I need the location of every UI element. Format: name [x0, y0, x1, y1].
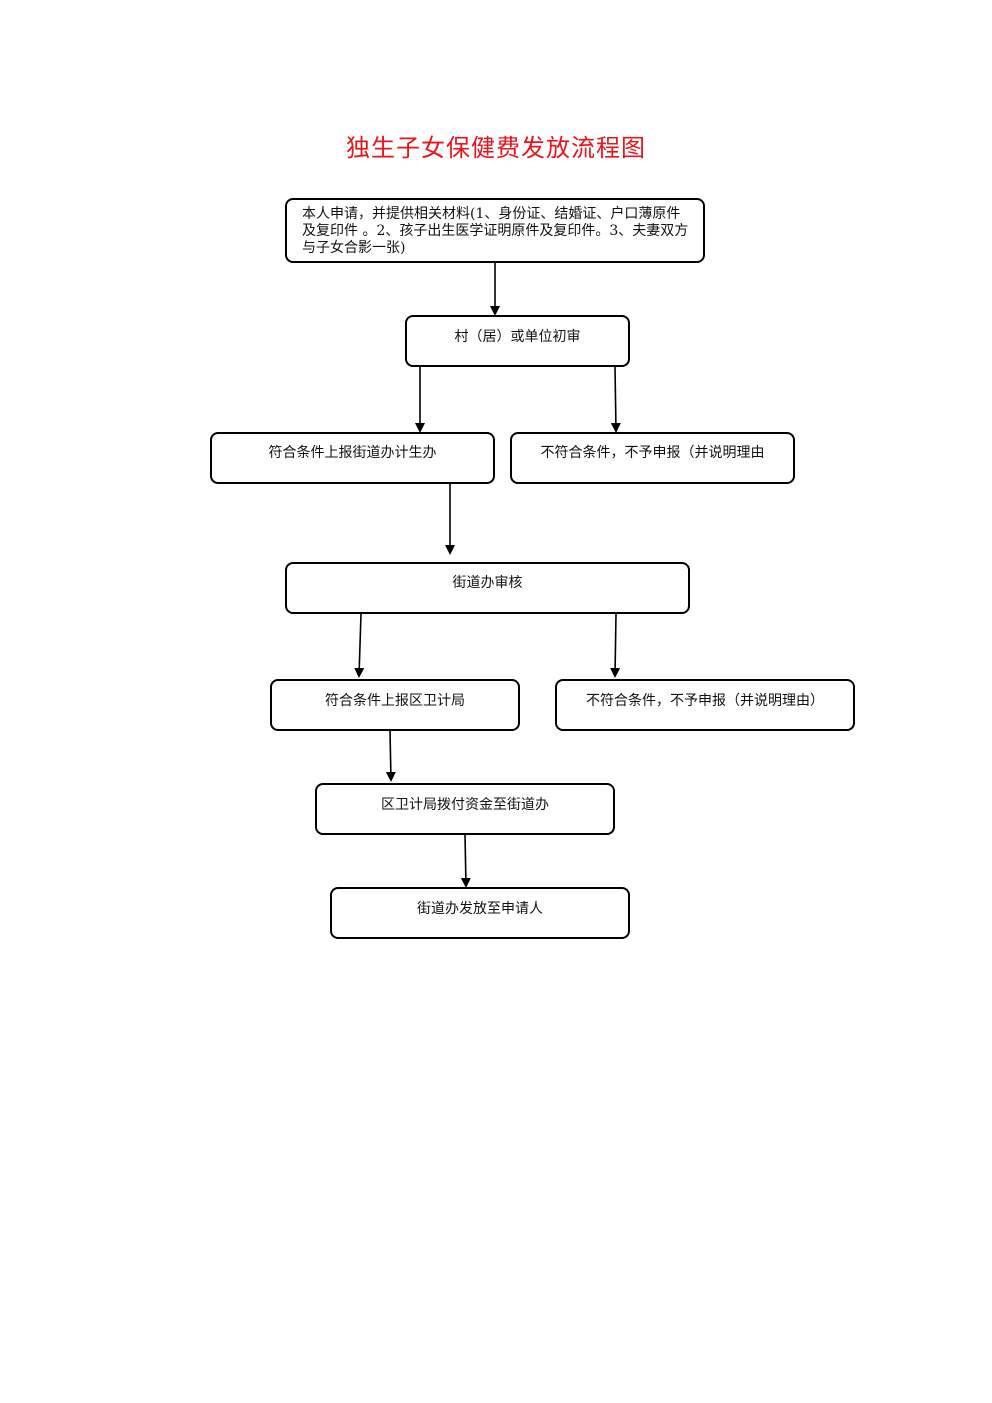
- arrow-district-to-funds: [385, 730, 396, 782]
- step-ineligible-2-label: 不符合条件，不予申报（并说明理由）: [586, 693, 824, 709]
- arrow-street-to-eligible: [354, 613, 365, 678]
- step-eligible-to-district-label: 符合条件上报区卫计局: [325, 693, 465, 709]
- step-street-review: 街道办审核: [285, 562, 690, 614]
- arrow-street-to-ineligible: [610, 613, 621, 678]
- step-apply: 本人申请，并提供相关材料(1、身份证、结婚证、户口薄原件及复印件 。2、孩子出生…: [285, 198, 705, 263]
- step-ineligible-2: 不符合条件，不予申报（并说明理由）: [555, 679, 855, 731]
- arrow-funds-to-distribute: [460, 834, 471, 888]
- step-initial-review-label: 村（居）或单位初审: [454, 329, 581, 345]
- step-street-review-label: 街道办审核: [452, 575, 523, 591]
- step-eligible-to-street: 符合条件上报街道办计生办: [210, 432, 495, 484]
- step-street-distribute-label: 街道办发放至申请人: [417, 901, 543, 917]
- step-street-distribute: 街道办发放至申请人: [330, 887, 630, 939]
- step-eligible-to-street-label: 符合条件上报街道办计生办: [268, 445, 437, 461]
- step-apply-label: 本人申请，并提供相关材料(1、身份证、结婚证、户口薄原件及复印件 。2、孩子出生…: [302, 206, 689, 256]
- step-eligible-to-district: 符合条件上报区卫计局: [270, 679, 520, 731]
- step-initial-review: 村（居）或单位初审: [405, 315, 630, 367]
- step-district-funds-label: 区卫计局拨付资金至街道办: [381, 797, 549, 813]
- step-district-funds: 区卫计局拨付资金至街道办: [315, 783, 615, 835]
- step-ineligible-1: 不符合条件，不予申报（并说明理由: [510, 432, 795, 484]
- page-title: 独生子女保健费发放流程图: [346, 134, 646, 162]
- arrow-initial-to-ineligible: [610, 366, 621, 433]
- step-ineligible-1-label: 不符合条件，不予申报（并说明理由: [540, 445, 765, 461]
